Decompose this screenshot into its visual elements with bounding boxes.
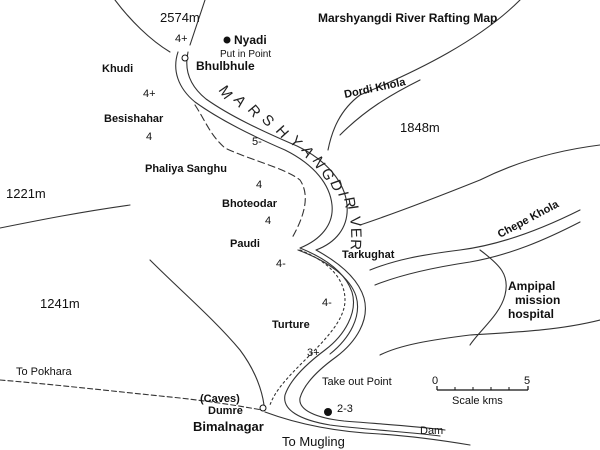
scale-five-label: 5: [524, 375, 530, 387]
river-bank-west: [175, 51, 441, 437]
grade-label: 5-: [252, 136, 262, 148]
marshyangdi-river: [175, 51, 446, 437]
grade-label: 2-3: [337, 403, 353, 415]
grade-label: 4+: [175, 33, 188, 45]
scale-bar: 0 5 Scale kms: [432, 375, 530, 407]
river-bank-mid: [297, 249, 358, 355]
river-name-letter: E: [347, 228, 364, 240]
river-name-letter: S: [258, 111, 278, 131]
river-name-letter: I: [334, 190, 352, 199]
pokhara-road: [0, 379, 263, 411]
dumre-label: Dumre: [208, 405, 243, 417]
grade-label: 3+: [307, 347, 320, 359]
ridge-line-top-left: [114, 0, 171, 53]
ampipal-label-3: hospital: [508, 307, 554, 321]
nyadi-label: Nyadi: [234, 33, 267, 47]
mugling-road: [264, 411, 471, 446]
bhulbhule-label: Bhulbhule: [196, 59, 255, 73]
to-mugling-label: To Mugling: [282, 434, 345, 449]
river-name-letter: D: [326, 178, 346, 195]
tarkughat-label: Tarkughat: [342, 249, 395, 261]
grade-label: 4+: [143, 88, 156, 100]
west-ridge-line: [0, 204, 131, 229]
paudi-label: Paudi: [230, 238, 260, 250]
grade-label: 4-: [276, 258, 286, 270]
dordi-khola-label: Dordi Khola: [343, 76, 407, 101]
besishahar-label: Besishahar: [104, 113, 164, 125]
trails: [194, 104, 346, 406]
ampipal-label-2: mission: [515, 293, 560, 307]
put-in-point-label: Put in Point: [220, 49, 271, 60]
grade-label: 4-: [322, 297, 332, 309]
scale-zero-label: 0: [432, 375, 438, 387]
dashed-trail: [194, 104, 306, 239]
valley-line-right: [359, 144, 600, 226]
ampipal-label-1: Ampipal: [508, 279, 555, 293]
grade-label: 4: [256, 179, 262, 191]
grade-label: 4: [146, 131, 152, 143]
scale-kms-label: Scale kms: [452, 395, 503, 407]
bhulbhule-marker: [181, 54, 189, 62]
chepe-khola-label: Chepe Khola: [496, 198, 562, 241]
caves-label: (Caves): [200, 393, 240, 405]
chepe-khola-line: [369, 209, 581, 271]
river-name-letter: G: [317, 166, 338, 184]
take-out-point-label: Take out Point: [322, 376, 392, 388]
river-bank-east: [186, 51, 446, 431]
ampipal-valley: [469, 249, 507, 346]
elevation-2574: 2574m: [160, 10, 200, 25]
dordi-khola-line: [327, 0, 521, 151]
khudi-label: Khudi: [102, 63, 133, 75]
bimalnagar-label: Bimalnagar: [193, 419, 264, 434]
dumre-marker: [259, 404, 267, 412]
elevation-1848: 1848m: [400, 120, 440, 135]
river-name-letter: R: [340, 196, 359, 211]
grade-label: 4: [265, 215, 271, 227]
chepe-khola-line-2: [374, 221, 581, 286]
take-out-point-marker: [324, 408, 332, 416]
elevation-1241: 1241m: [40, 296, 80, 311]
dam-label: Dam: [420, 425, 443, 437]
map-title: Marshyangdi River Rafting Map: [318, 11, 497, 25]
to-pokhara-label: To Pokhara: [16, 366, 73, 378]
dotted-trail: [269, 249, 346, 406]
river-name-letter: V: [346, 216, 364, 229]
phaliya-sanghu-label: Phaliya Sanghu: [145, 163, 227, 175]
elevation-1221: 1221m: [6, 186, 46, 201]
turture-label: Turture: [272, 319, 310, 331]
river-name-letter: I: [344, 204, 362, 211]
bhoteodar-label: Bhoteodar: [222, 198, 278, 210]
ridge-line-top: [189, 0, 206, 46]
river-name-letter: R: [347, 239, 364, 251]
dordi-khola-line-2: [339, 79, 421, 136]
put-in-point-marker: [223, 36, 231, 44]
lower-hill-line: [379, 319, 600, 356]
west-valley-line: [149, 259, 265, 406]
